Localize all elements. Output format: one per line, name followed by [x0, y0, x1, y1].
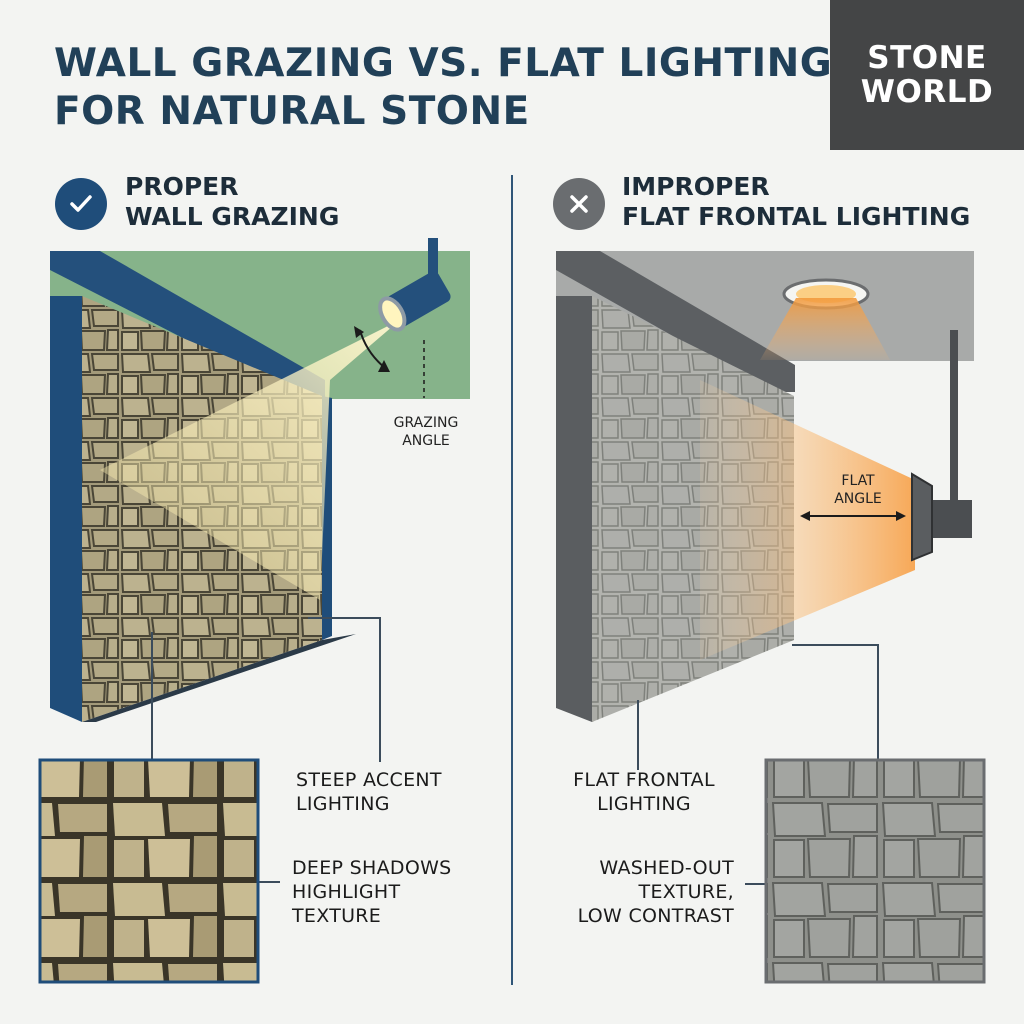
improper-heading-line-2: FLAT FRONTAL LIGHTING [622, 202, 971, 231]
washed-out-label: WASHED-OUT TEXTURE, LOW CONTRAST [538, 856, 734, 928]
wall-side-left [50, 296, 82, 722]
improper-heading: IMPROPER FLAT FRONTAL LIGHTING [622, 172, 970, 232]
logo-line-1: STONE [867, 40, 987, 76]
deep-shadows-label: DEEP SHADOWS HIGHLIGHT TEXTURE [292, 856, 452, 928]
washed-out-line-3: LOW CONTRAST [577, 905, 734, 927]
steep-accent-line-1: STEEP ACCENT [296, 769, 442, 791]
proper-heading-line-2: WALL GRAZING [125, 202, 340, 231]
check-icon [55, 178, 107, 230]
improper-heading-line-1: IMPROPER [622, 172, 770, 201]
proper-scene [38, 238, 470, 984]
washed-out-closeup-right [764, 758, 986, 984]
x-icon [553, 178, 605, 230]
steep-accent-line-2: LIGHTING [296, 793, 390, 815]
flat-angle-line-2: ANGLE [834, 491, 882, 507]
page-title: WALL GRAZING VS. FLAT LIGHTING FOR NATUR… [54, 40, 832, 136]
frontal-light-beam [700, 380, 915, 660]
flat-angle-line-1: FLAT [841, 473, 875, 489]
washed-out-line-2: TEXTURE, [638, 881, 734, 903]
stone-world-logo: STONE WORLD [830, 0, 1024, 150]
proper-heading-line-1: PROPER [125, 172, 239, 201]
flat-frontal-line-1: FLAT FRONTAL [573, 769, 715, 791]
ceiling-beam [50, 251, 325, 398]
center-divider [511, 175, 513, 985]
grazing-light-beam [100, 320, 400, 600]
deep-shadows-line-1: DEEP SHADOWS [292, 857, 452, 879]
grazing-angle-line-1: GRAZING [393, 415, 459, 431]
flat-frontal-line-2: LIGHTING [597, 793, 691, 815]
title-line-2: FOR NATURAL STONE [54, 89, 530, 134]
flat-angle-label: FLAT ANGLE [818, 472, 898, 508]
textured-closeup-left [38, 758, 260, 984]
wall-side-right [556, 296, 592, 722]
deep-shadows-line-3: TEXTURE [292, 905, 382, 927]
callout-line-steep [308, 617, 381, 762]
proper-heading: PROPER WALL GRAZING [125, 172, 339, 232]
washed-out-line-1: WASHED-OUT [599, 857, 734, 879]
logo-line-2: WORLD [860, 74, 994, 110]
grazing-angle-label: GRAZING ANGLE [376, 414, 476, 450]
title-line-1: WALL GRAZING VS. FLAT LIGHTING [54, 41, 833, 86]
grazing-angle-line-2: ANGLE [402, 433, 450, 449]
deep-shadows-line-2: HIGHLIGHT [292, 881, 401, 903]
steep-accent-label: STEEP ACCENT LIGHTING [296, 768, 442, 816]
flood-light-fixture [911, 330, 972, 562]
improper-scene [556, 251, 986, 984]
downlight-beam [760, 298, 890, 360]
flat-frontal-label: FLAT FRONTAL LIGHTING [556, 768, 732, 816]
spotlight-fixture [378, 238, 451, 332]
